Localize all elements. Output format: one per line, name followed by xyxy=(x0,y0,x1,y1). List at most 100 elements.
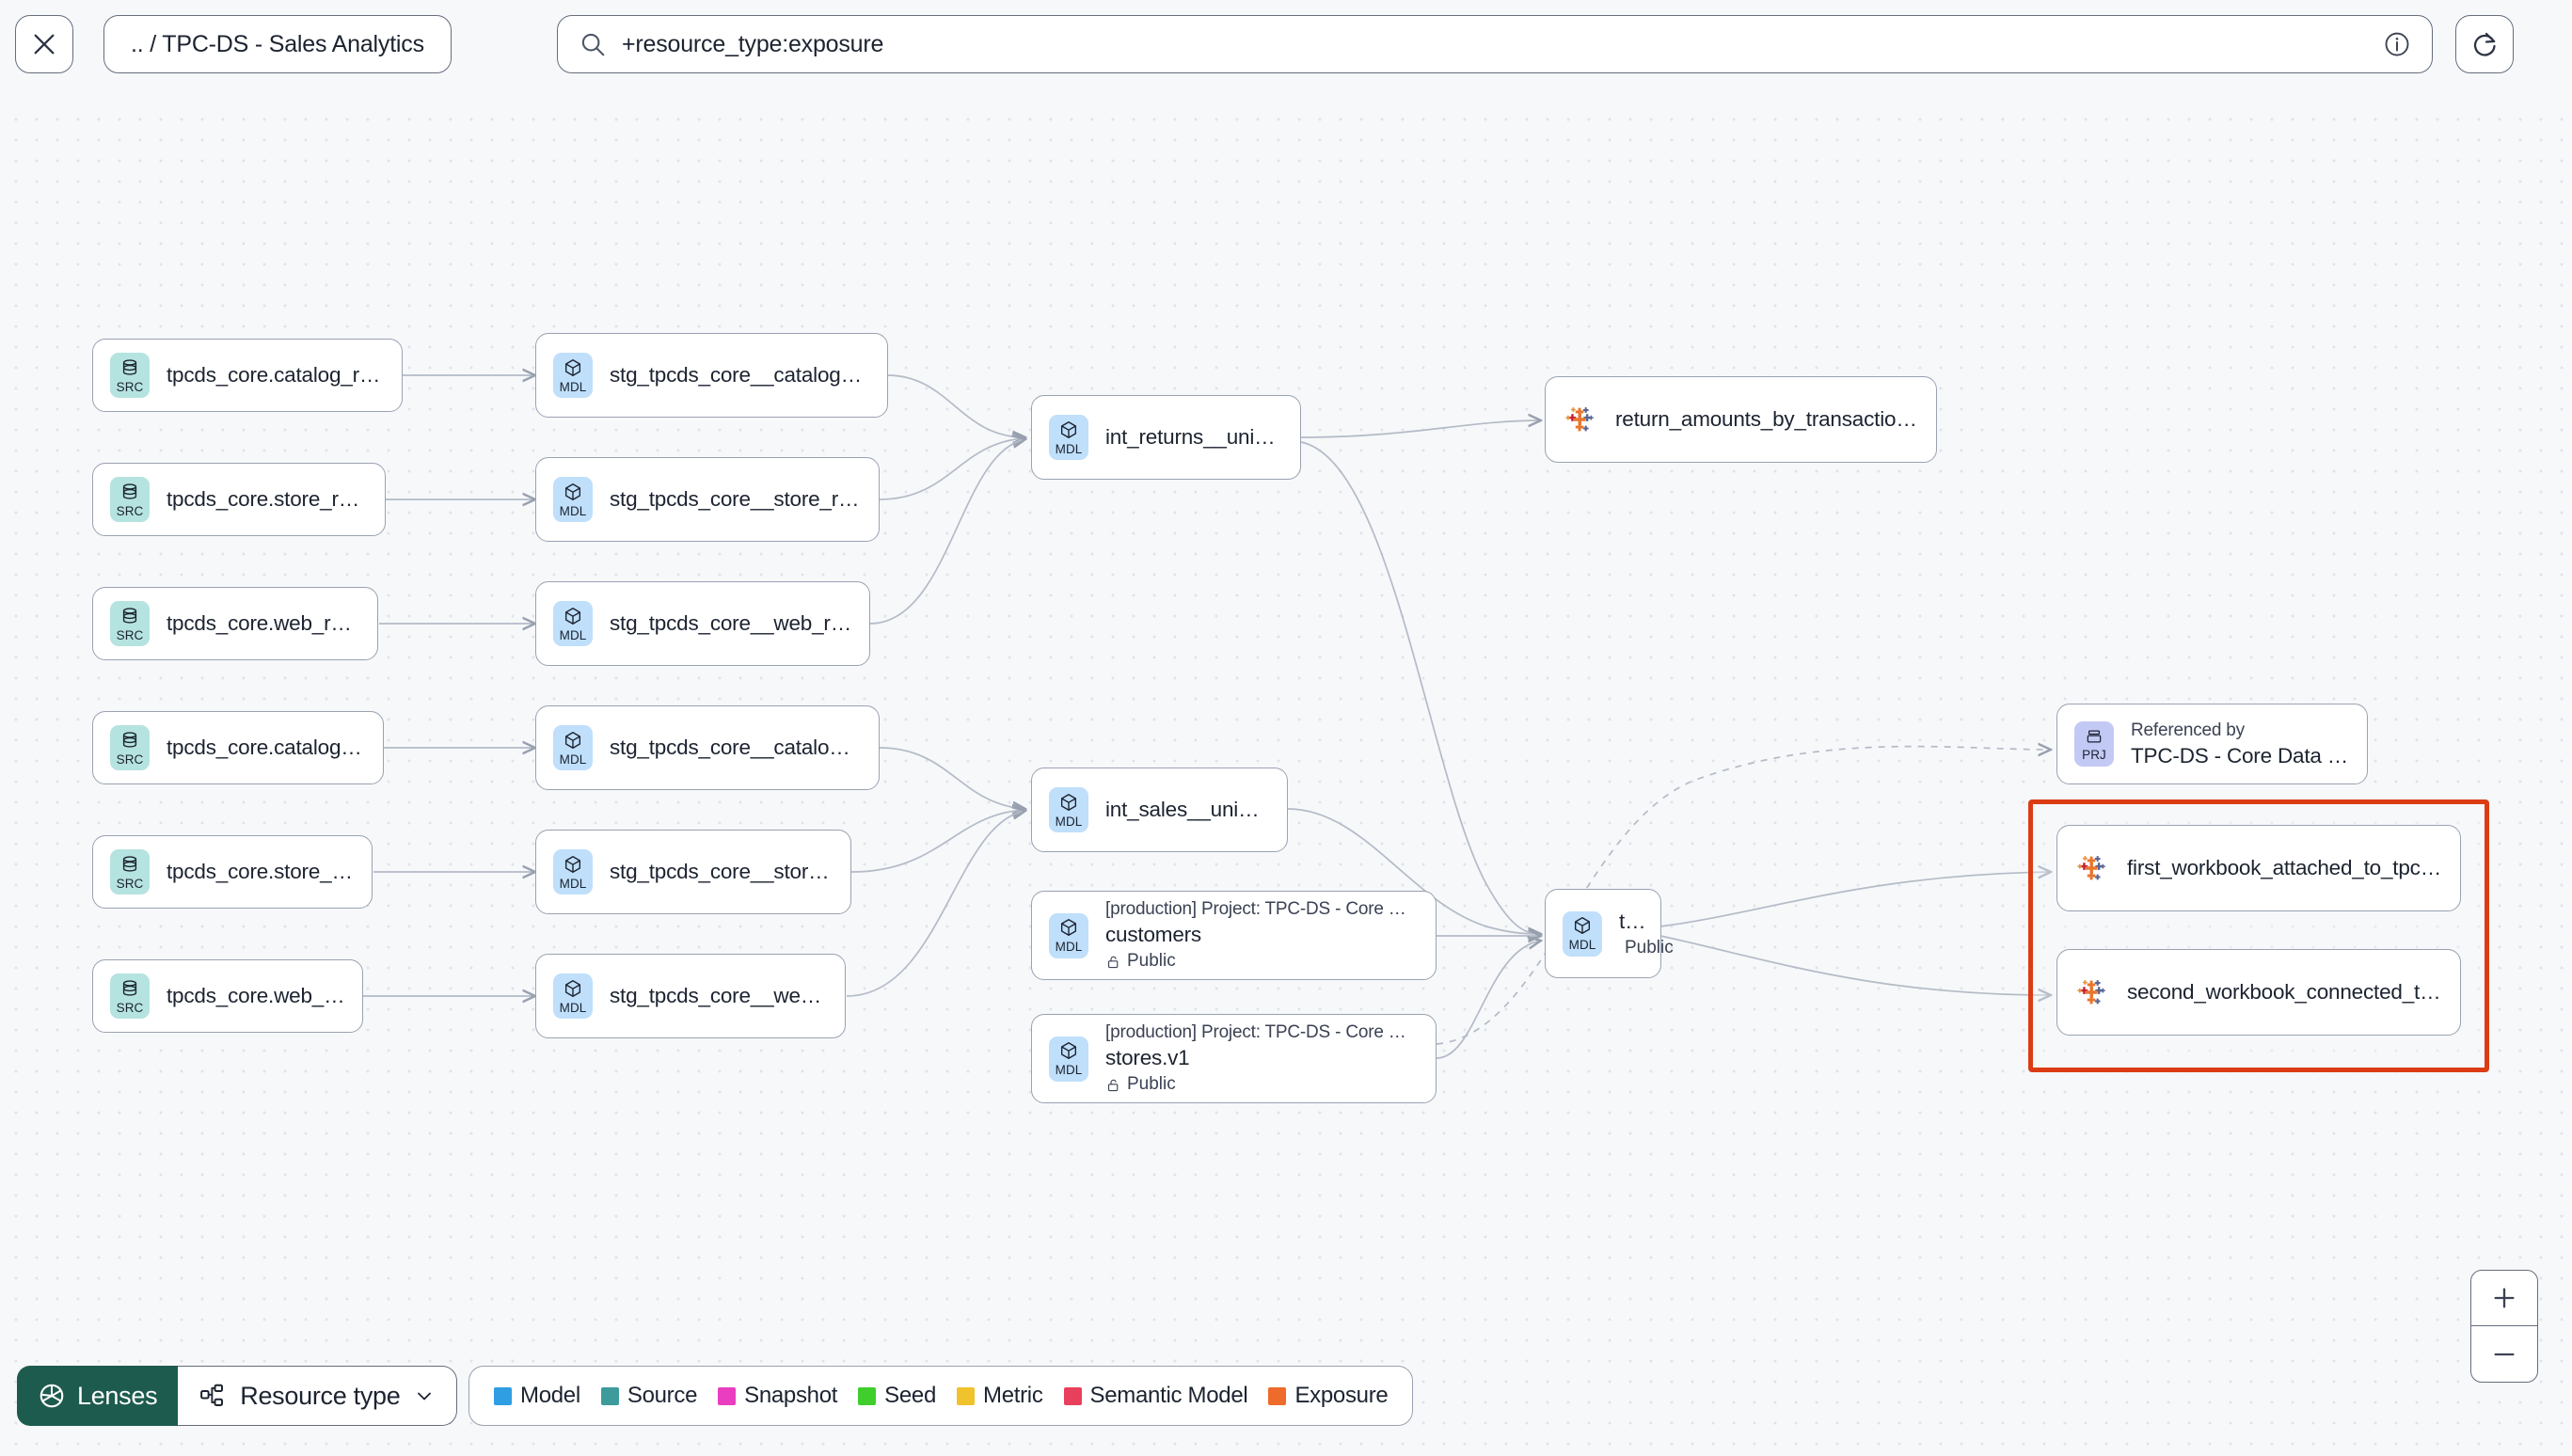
top-toolbar: .. / TPC-DS - Sales Analytics +resource_… xyxy=(0,0,2572,109)
node-model-stg-web-sales[interactable]: MDL stg_tpcds_core__web_sales xyxy=(535,954,846,1038)
close-button[interactable] xyxy=(15,15,73,73)
minus-icon xyxy=(2494,1353,2515,1355)
node-source-web-sales[interactable]: SRC tpcds_core.web_sales xyxy=(92,959,363,1033)
lenses-button[interactable]: Lenses xyxy=(17,1366,179,1426)
legend-item-seed: Seed xyxy=(858,1383,936,1409)
database-icon xyxy=(122,856,137,872)
node-label: stores.v1 xyxy=(1105,1046,1190,1069)
src-badge: SRC xyxy=(110,725,150,770)
node-model-stg-store-sales[interactable]: MDL stg_tpcds_core__store_sales xyxy=(535,830,851,914)
mdl-badge-label: MDL xyxy=(559,503,587,518)
cube-icon xyxy=(1060,919,1077,937)
legend-label: Metric xyxy=(983,1383,1043,1408)
node-source-store-sales[interactable]: SRC tpcds_core.store_sales xyxy=(92,835,373,909)
node-exposure-second-workbook[interactable]: second_workbook_connected_to_live… xyxy=(2056,949,2461,1036)
cube-icon xyxy=(564,358,581,376)
src-badge-label: SRC xyxy=(116,379,144,394)
unlock-icon xyxy=(1107,956,1119,968)
legend-label: Snapshot xyxy=(744,1383,838,1408)
database-icon xyxy=(122,359,137,375)
node-label: return_amounts_by_transaction_type xyxy=(1615,407,1919,431)
node-model-stores-v1[interactable]: MDL [production] Project: TPC-DS - Core … xyxy=(1031,1014,1437,1103)
node-label: stg_tpcds_core__web_sales xyxy=(610,984,828,1007)
legend-item-model: Model xyxy=(494,1383,580,1409)
legend-swatch xyxy=(600,1386,619,1405)
tableau-icon xyxy=(1565,407,1594,432)
resource-type-dropdown[interactable]: Resource type xyxy=(178,1366,458,1426)
refresh-button[interactable] xyxy=(2455,15,2514,73)
legend-label: Seed xyxy=(884,1383,936,1408)
node-label: transactions xyxy=(1619,909,1643,933)
mdl-badge-label: MDL xyxy=(559,1000,587,1015)
legend: Model Source Snapshot Seed Metric Semant… xyxy=(468,1366,1414,1426)
mdl-badge: MDL xyxy=(553,477,593,522)
node-model-int-returns-unioned[interactable]: MDL int_returns__unioned xyxy=(1031,395,1301,480)
search-icon xyxy=(581,33,605,56)
node-exposure-first-workbook[interactable]: first_workbook_attached_to_tpc-ds_-_… xyxy=(2056,825,2461,911)
node-source-catalog-returns[interactable]: SRC tpcds_core.catalog_returns xyxy=(92,339,403,412)
search-input[interactable]: +resource_type:exposure xyxy=(622,30,884,57)
breadcrumb[interactable]: .. / TPC-DS - Sales Analytics xyxy=(103,15,452,73)
node-body: [production] Project: TPC-DS - Core Data… xyxy=(1105,1022,1419,1095)
database-icon xyxy=(122,608,137,624)
lens-group: Lenses Resource type xyxy=(17,1366,458,1426)
node-model-customers[interactable]: MDL [production] Project: TPC-DS - Core … xyxy=(1031,891,1437,980)
node-model-stg-catalog-returns[interactable]: MDL stg_tpcds_core__catalog_returns xyxy=(535,333,888,418)
cube-icon xyxy=(564,483,581,500)
node-label: stg_tpcds_core__store_sales xyxy=(610,860,834,883)
node-model-stg-catalog-sales[interactable]: MDL stg_tpcds_core__catalog_sales xyxy=(535,705,880,790)
node-project-reference[interactable]: PRJ Referenced by TPC-DS - Core Data Mod… xyxy=(2056,704,2368,784)
zoom-in-button[interactable] xyxy=(2471,1271,2537,1326)
node-access: Public xyxy=(1105,1074,1419,1095)
aperture-icon xyxy=(40,1384,64,1408)
legend-swatch xyxy=(858,1386,877,1405)
node-model-stg-web-returns[interactable]: MDL stg_tpcds_core__web_returns xyxy=(535,581,870,666)
src-badge: SRC xyxy=(110,601,150,646)
node-label: int_returns__unioned xyxy=(1105,425,1283,449)
zoom-out-button[interactable] xyxy=(2471,1326,2537,1382)
prj-badge-label: PRJ xyxy=(2082,747,2106,762)
mdl-badge-label: MDL xyxy=(1055,940,1083,955)
prj-badge: PRJ xyxy=(2074,721,2114,767)
cube-icon xyxy=(1060,793,1077,811)
mdl-badge-label: MDL xyxy=(559,876,587,891)
search-bar[interactable]: +resource_type:exposure xyxy=(557,15,2433,73)
legend-swatch xyxy=(494,1386,512,1405)
src-badge-label: SRC xyxy=(116,503,144,518)
node-project-label: [production] Project: TPC-DS - Core Data… xyxy=(1105,899,1419,919)
info-circle-icon[interactable] xyxy=(2383,30,2411,58)
legend-swatch xyxy=(1268,1386,1287,1405)
node-access: Public xyxy=(1619,938,1674,958)
mdl-badge-label: MDL xyxy=(559,379,587,394)
node-source-catalog-sales[interactable]: SRC tpcds_core.catalog_sales xyxy=(92,711,384,784)
src-badge: SRC xyxy=(110,353,150,398)
mdl-badge: MDL xyxy=(1049,787,1088,832)
mdl-badge: MDL xyxy=(1049,1036,1088,1082)
cube-icon xyxy=(1574,917,1591,935)
node-label: int_sales__unioned xyxy=(1105,798,1270,821)
node-model-int-sales-unioned[interactable]: MDL int_sales__unioned xyxy=(1031,768,1288,852)
src-badge-label: SRC xyxy=(116,752,144,767)
node-body: Referenced by TPC-DS - Core Data Models xyxy=(2131,720,2350,768)
node-model-transactions[interactable]: MDL transactions Public xyxy=(1545,889,1674,978)
node-model-stg-store-returns[interactable]: MDL stg_tpcds_core__store_returns xyxy=(535,457,880,542)
src-badge-label: SRC xyxy=(116,627,144,642)
nodes-icon xyxy=(200,1384,224,1406)
node-label: tpcds_core.store_returns xyxy=(167,487,368,511)
node-source-web-returns[interactable]: SRC tpcds_core.web_returns xyxy=(92,587,378,660)
node-label: tpcds_core.web_sales xyxy=(167,984,345,1007)
chevron-down-icon xyxy=(418,1392,432,1401)
unlock-icon xyxy=(1107,1079,1119,1091)
mdl-badge: MDL xyxy=(553,601,593,646)
legend-item-metric: Metric xyxy=(957,1383,1043,1409)
node-project-label: [production] Project: TPC-DS - Core Data… xyxy=(1105,1022,1419,1042)
cube-icon xyxy=(564,731,581,749)
node-source-store-returns[interactable]: SRC tpcds_core.store_returns xyxy=(92,463,386,536)
node-label: stg_tpcds_core__catalog_sales xyxy=(610,736,862,759)
node-exposure-return-amounts[interactable]: return_amounts_by_transaction_type xyxy=(1545,376,1937,463)
legend-label: Exposure xyxy=(1294,1383,1389,1408)
node-label: tpcds_core.web_returns xyxy=(167,611,360,635)
database-icon xyxy=(122,980,137,996)
lenses-label: Lenses xyxy=(77,1381,158,1410)
src-badge: SRC xyxy=(110,849,150,894)
